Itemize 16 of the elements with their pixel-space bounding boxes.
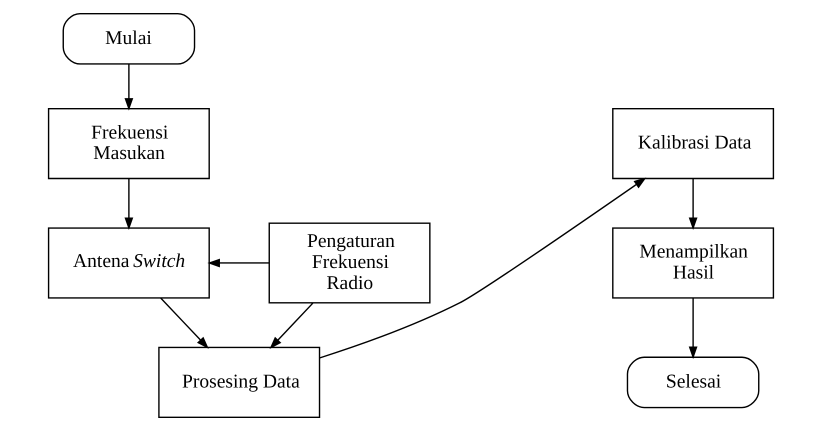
arrow (124, 178, 134, 230)
arrow (160, 298, 209, 349)
arrow (270, 302, 314, 349)
node-box: Antena Switch (48, 227, 210, 299)
node-box: Selesai (626, 356, 760, 408)
arrow (207, 258, 270, 268)
arrow (124, 64, 134, 111)
node-box: Pengaturan Frekuensi Radio (268, 222, 431, 304)
arrow (688, 298, 698, 360)
node-box: Frekuensi Masukan (48, 108, 210, 180)
node-box: Menampilkan Hasil (612, 227, 774, 299)
node-box: Prosesing Data (158, 346, 320, 418)
node-box: Kalibrasi Data (612, 108, 774, 180)
arrow (320, 178, 646, 359)
arrow (688, 178, 698, 230)
node-box: Mulai (62, 13, 196, 65)
